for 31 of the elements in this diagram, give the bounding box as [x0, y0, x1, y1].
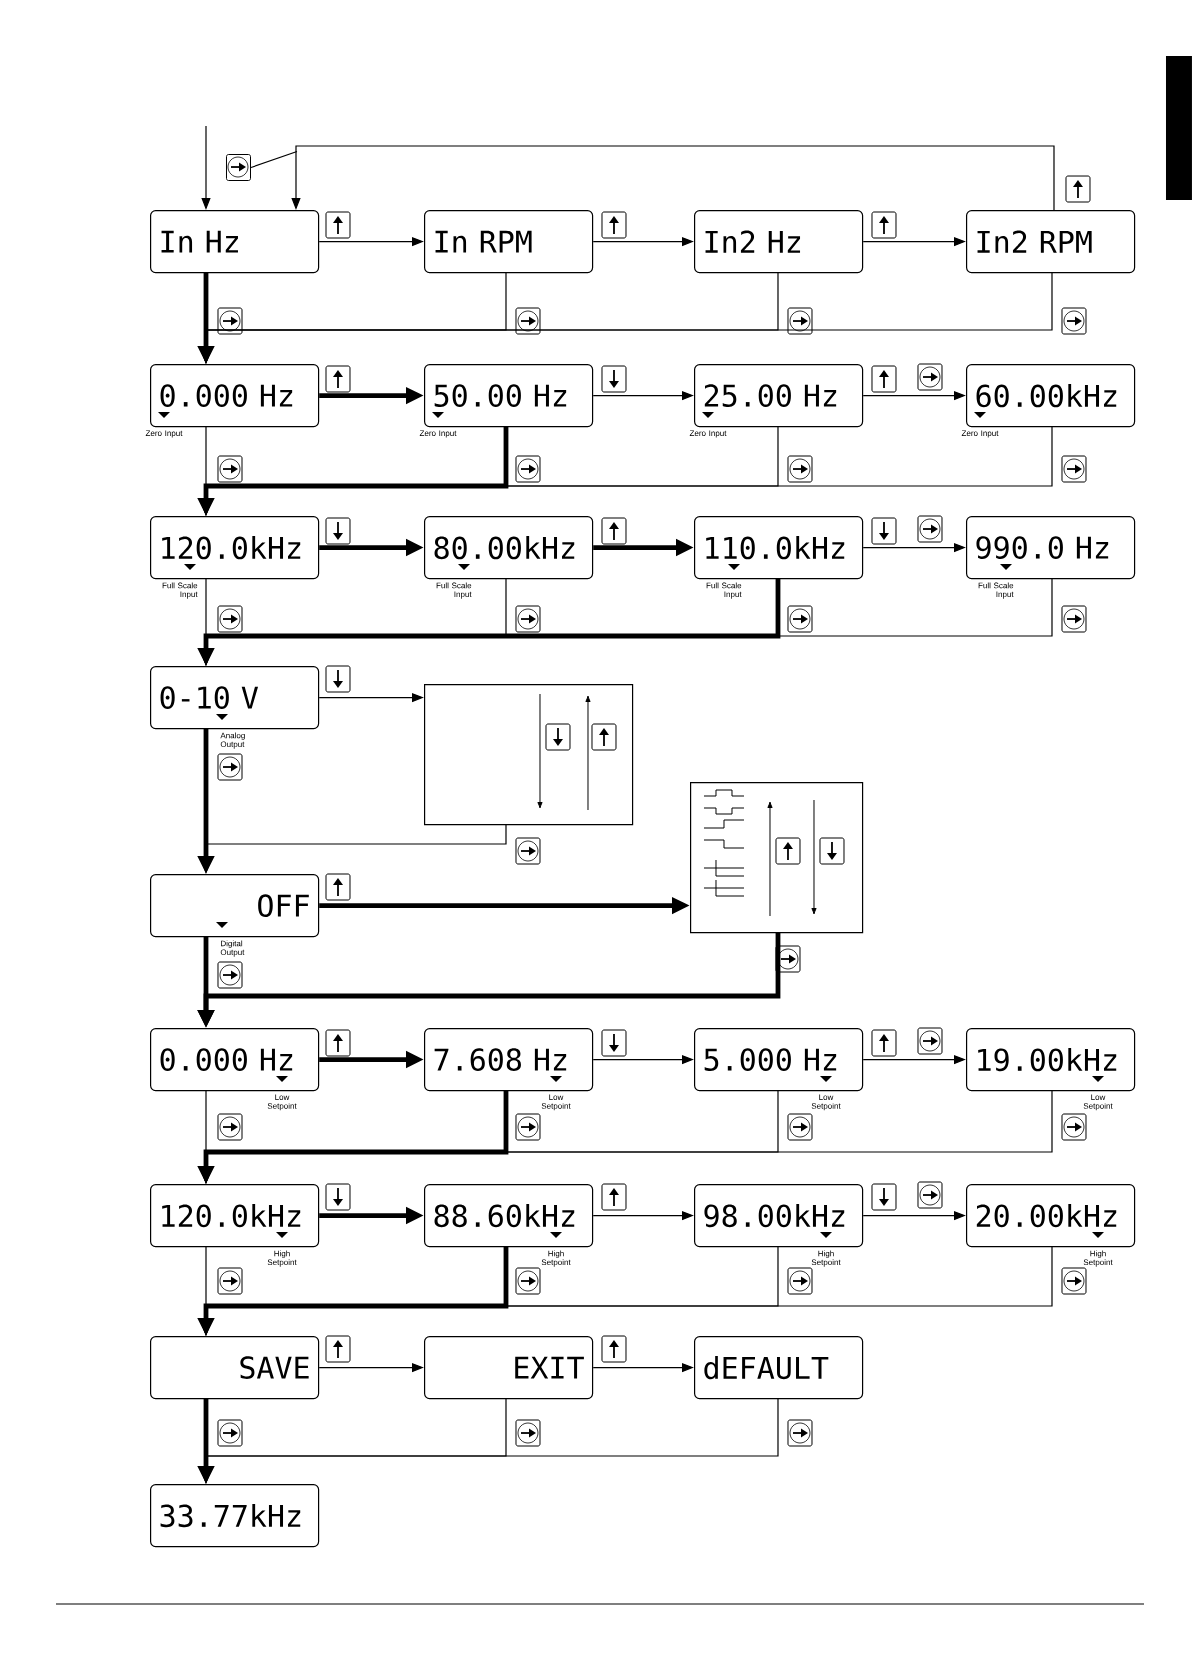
lcd-display: 0-10 V	[150, 666, 320, 730]
lcd-display: dEFAULT	[694, 1336, 864, 1400]
enter-key-icon	[226, 154, 251, 181]
lcd-display: 25.00 Hz	[694, 364, 864, 428]
lcd-display: 33.77kHz	[150, 1484, 320, 1548]
lcd-display: SAVE	[150, 1336, 320, 1400]
lcd-display: 80.00kHz	[424, 516, 594, 580]
setting-panel	[690, 782, 864, 934]
flow-arrow	[291, 145, 1055, 211]
lcd-display: OFF	[150, 874, 320, 938]
lcd-display: 50.00 Hz	[424, 364, 594, 428]
lcd-display: In RPM	[424, 210, 594, 274]
lcd-display: EXIT	[424, 1336, 594, 1400]
lcd-display: 20.00kHz	[966, 1184, 1136, 1248]
lcd-display: 19.00kHz	[966, 1028, 1136, 1092]
lcd-display: 88.60kHz	[424, 1184, 594, 1248]
lcd-display: 990.0 Hz	[966, 516, 1136, 580]
lcd-display: 98.00kHz	[694, 1184, 864, 1248]
lcd-display: In Hz	[150, 210, 320, 274]
lcd-display: 110.0kHz	[694, 516, 864, 580]
lcd-display: 5.000 Hz	[694, 1028, 864, 1092]
lcd-display: 120.0kHz	[150, 516, 320, 580]
lcd-display: 0.000 Hz	[150, 1028, 320, 1092]
lcd-display: 60.00kHz	[966, 364, 1136, 428]
lcd-display: In2 Hz	[694, 210, 864, 274]
setting-panel	[424, 684, 634, 826]
lcd-display: 0.000 Hz	[150, 364, 320, 428]
lcd-display: 120.0kHz	[150, 1184, 320, 1248]
lcd-display: 7.608 Hz	[424, 1028, 594, 1092]
lcd-display: In2 RPM	[966, 210, 1136, 274]
leader-line	[250, 150, 298, 169]
